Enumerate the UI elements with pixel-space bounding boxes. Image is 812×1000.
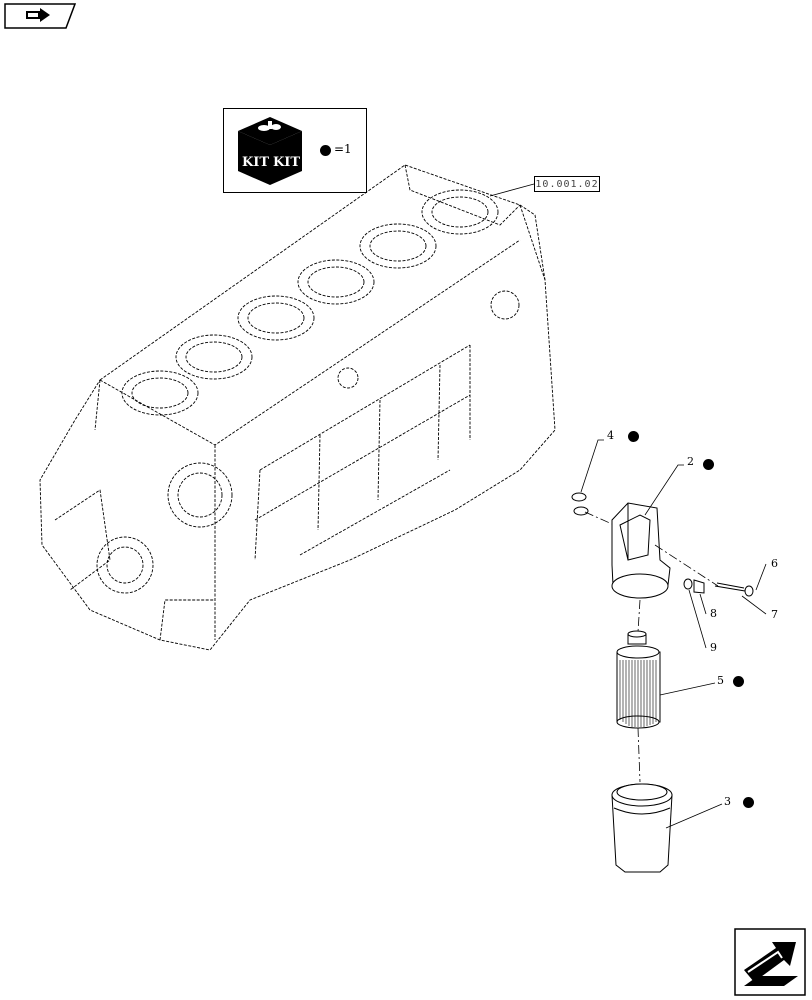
kit-label-right: KIT	[273, 155, 300, 170]
next-page-arrow-icon	[734, 928, 806, 996]
filter-bowl	[611, 783, 673, 873]
reference-link[interactable]: 10.001.02	[534, 176, 600, 192]
o-ring-part	[571, 492, 589, 516]
callout-2-label: 2	[687, 455, 694, 468]
kit-box-icon: KIT KIT	[238, 117, 302, 185]
callout-9-label: 9	[710, 641, 717, 654]
screw-part	[714, 582, 754, 597]
callout-3-label: 3	[724, 795, 731, 808]
callout-6-label: 6	[771, 557, 778, 570]
kit-bullet-icon	[320, 145, 331, 156]
callout-4-label: 4	[607, 429, 614, 442]
callout-8-label: 8	[710, 607, 717, 620]
callout-4-bullet-icon	[628, 431, 639, 442]
kit-label-left: KIT	[242, 155, 269, 170]
filter-head	[611, 502, 671, 599]
kit-legend-box: KIT KIT =1	[223, 108, 367, 193]
engine-block	[39, 164, 556, 651]
plug-part	[683, 578, 705, 594]
prev-page-button[interactable]	[4, 3, 77, 29]
filter-element	[616, 630, 661, 729]
callout-2-bullet-icon	[703, 459, 714, 470]
filter-pleats	[619, 660, 657, 727]
prev-page-arrow-icon	[4, 3, 77, 29]
callout-7-label: 7	[771, 608, 778, 621]
kit-equals-text: =1	[334, 142, 352, 156]
callout-5-label: 5	[717, 674, 724, 687]
next-page-button[interactable]	[734, 928, 806, 996]
callout-3-bullet-icon	[743, 797, 754, 808]
callout-5-bullet-icon	[733, 676, 744, 687]
